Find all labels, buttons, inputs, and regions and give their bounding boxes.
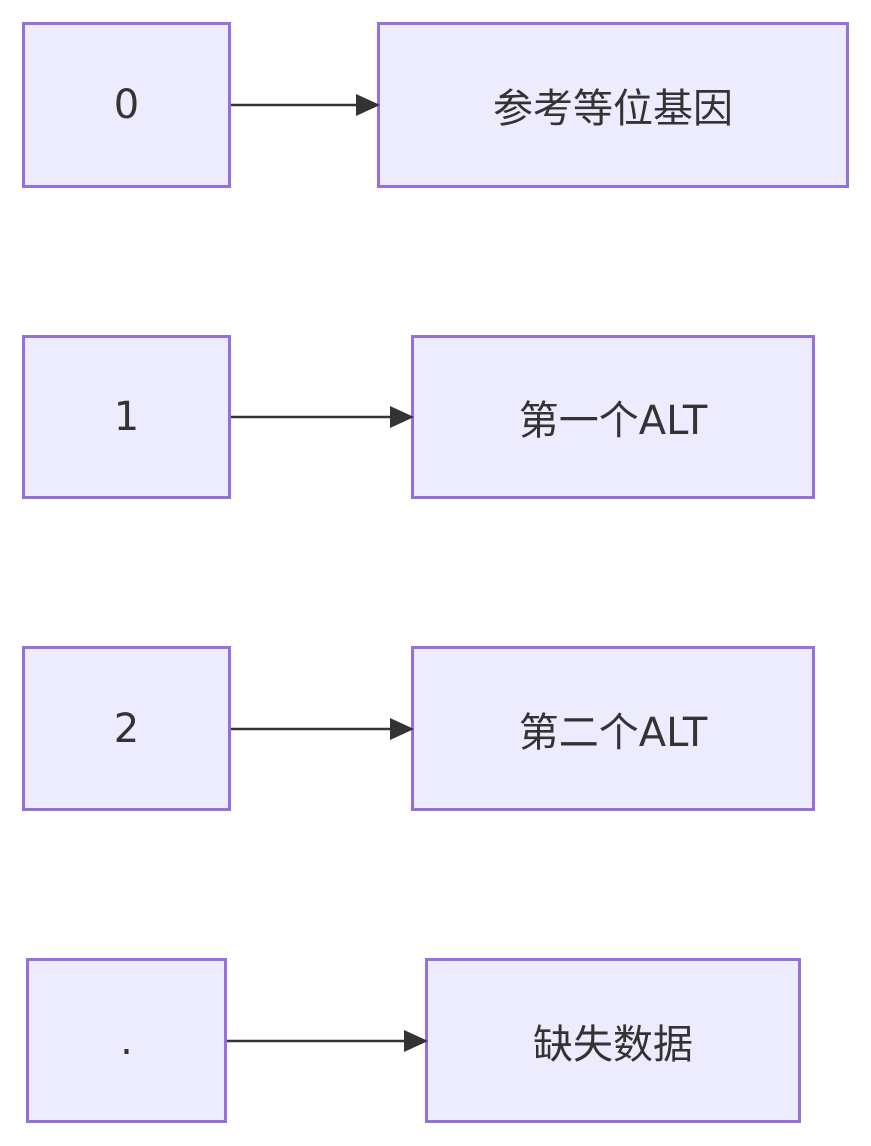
meaning-node-missing-data: 缺失数据 — [425, 958, 801, 1123]
meaning-label: 第二个ALT — [518, 709, 708, 756]
meaning-node-second-alt: 第二个ALT — [411, 646, 815, 811]
code-label: 1 — [113, 394, 140, 440]
code-node-0: 0 — [22, 22, 231, 188]
code-label: . — [120, 1017, 133, 1064]
meaning-label: 缺失数据 — [533, 1021, 693, 1068]
code-node-missing: . — [26, 958, 227, 1123]
meaning-label: 参考等位基因 — [493, 86, 733, 132]
code-node-1: 1 — [22, 335, 231, 499]
meaning-label: 第一个ALT — [518, 398, 708, 444]
meaning-node-first-alt: 第一个ALT — [411, 335, 815, 499]
code-label: 0 — [113, 82, 140, 128]
meaning-node-reference-allele: 参考等位基因 — [377, 22, 849, 188]
code-label: 2 — [113, 705, 140, 752]
code-node-2: 2 — [22, 646, 231, 811]
